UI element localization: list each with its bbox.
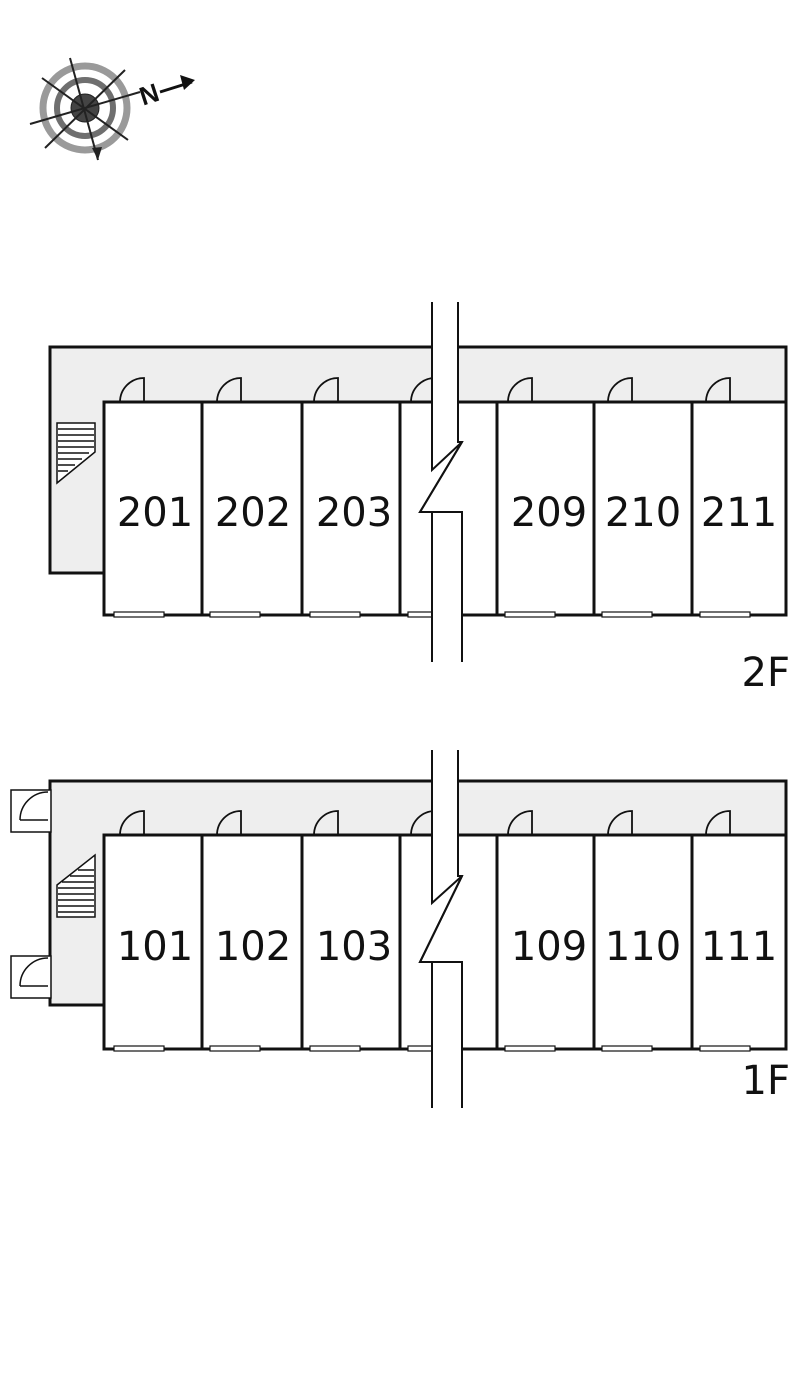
unit-label: 102 bbox=[215, 924, 291, 970]
unit-label: 209 bbox=[511, 490, 587, 536]
unit-label: 110 bbox=[605, 924, 681, 970]
unit-doors bbox=[119, 377, 731, 403]
unit-label: 101 bbox=[117, 924, 193, 970]
compass-north-letter: N bbox=[136, 77, 163, 111]
stairs-icon bbox=[56, 422, 96, 485]
entrance-door-icon bbox=[10, 789, 52, 999]
floor-2f-plan: 201 202 203 209 210 211 2F bbox=[48, 302, 790, 696]
unit-label: 202 bbox=[215, 490, 291, 536]
omission-break-line bbox=[418, 302, 464, 662]
floor-label-2f: 2F bbox=[742, 650, 790, 696]
floor-label-1f: 1F bbox=[742, 1058, 790, 1104]
unit-doors bbox=[119, 810, 731, 836]
unit-label: 210 bbox=[605, 490, 681, 536]
unit-label: 203 bbox=[316, 490, 392, 536]
unit-windows bbox=[113, 611, 751, 618]
unit-label: 201 bbox=[117, 490, 193, 536]
unit-label: 103 bbox=[316, 924, 392, 970]
omission-break-line bbox=[418, 750, 464, 1108]
unit-label: 109 bbox=[511, 924, 587, 970]
unit-label: 211 bbox=[701, 490, 777, 536]
unit-windows bbox=[113, 1045, 751, 1052]
north-compass-icon: N bbox=[29, 57, 195, 161]
unit-label: 111 bbox=[701, 924, 777, 970]
stairs-icon bbox=[56, 853, 96, 918]
floor-1f-plan: 101 102 103 109 110 111 1F bbox=[10, 750, 790, 1108]
